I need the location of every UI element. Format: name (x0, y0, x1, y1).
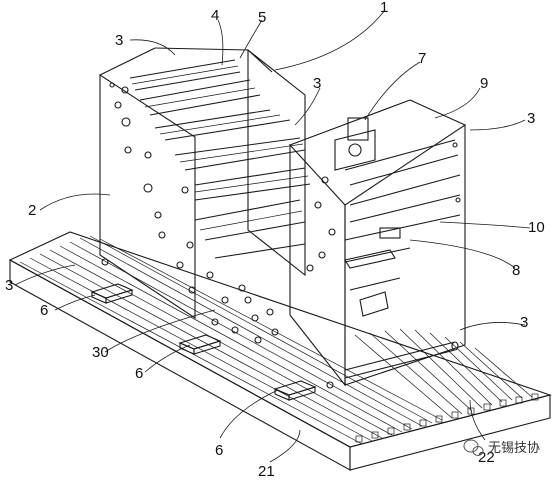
watermark: 无锡技协 (463, 439, 540, 456)
wechat-icon (463, 439, 484, 456)
label-6-left: 6 (40, 302, 48, 319)
right-side-plate (289, 99, 466, 387)
label-10: 10 (528, 219, 545, 236)
reference-numbers: 3 4 5 1 3 2 7 9 3 10 8 3 6 30 6 3 6 21 2… (5, 0, 545, 480)
label-7: 7 (418, 50, 426, 67)
leader-lines (14, 9, 531, 463)
slide-block (344, 227, 401, 317)
motor-unit (334, 117, 376, 171)
fixture-pins (101, 82, 461, 389)
label-2: 2 (28, 202, 36, 219)
label-3-rod: 3 (520, 314, 528, 331)
clamp-blocks (90, 283, 317, 401)
left-side-plate (99, 47, 249, 320)
right-rails (344, 139, 461, 291)
label-3-center: 3 (313, 75, 321, 92)
label-3-left: 3 (5, 277, 13, 294)
label-30: 30 (92, 344, 109, 361)
label-5: 5 (258, 9, 266, 26)
label-1: 1 (380, 0, 388, 16)
label-3-right: 3 (527, 110, 535, 127)
label-6-middle: 6 (135, 365, 143, 382)
slot-ends (355, 393, 539, 443)
label-4: 4 (211, 7, 219, 24)
guide-rails (129, 59, 311, 259)
label-6-bottom: 6 (215, 442, 223, 459)
label-9: 9 (480, 75, 488, 92)
support-rod (344, 341, 459, 379)
t-slots (19, 235, 533, 445)
base-plate (8, 231, 552, 471)
back-plate (247, 48, 306, 277)
label-8: 8 (512, 262, 520, 279)
label-21: 21 (258, 463, 275, 480)
rail-thin-lines (131, 65, 309, 231)
watermark-text: 无锡技协 (488, 441, 540, 456)
label-3-top-left: 3 (115, 32, 123, 49)
